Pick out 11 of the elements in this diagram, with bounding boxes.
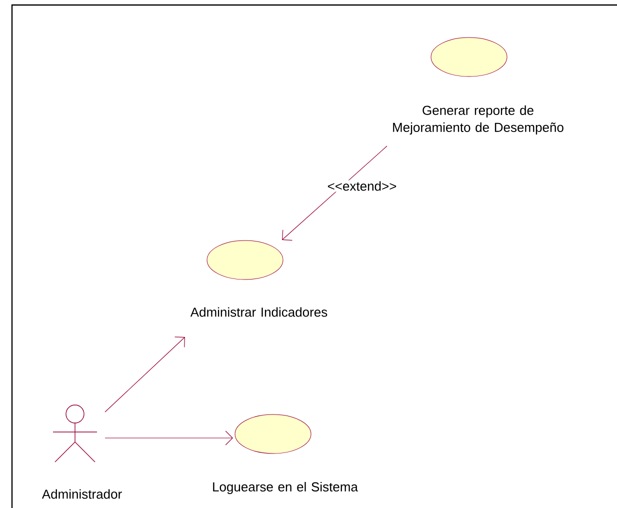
node-label: Generar reporte de Mejoramiento de Desempeño xyxy=(393,105,564,135)
node-label: Loguearse en el Sistema xyxy=(213,482,358,494)
arrow xyxy=(104,430,233,446)
node-label: Administrar Indicadores xyxy=(190,307,328,317)
use-case: Loguearse en el Sistema xyxy=(213,414,358,494)
arrow xyxy=(104,336,185,412)
edge-label: <<extend>> xyxy=(326,180,398,192)
use-case: Generar reporte de Mejoramiento de Desempeño xyxy=(393,37,564,135)
actor: Administrador xyxy=(42,404,122,499)
arrow xyxy=(282,146,388,241)
use-case: Administrar Indicadores xyxy=(190,240,328,317)
